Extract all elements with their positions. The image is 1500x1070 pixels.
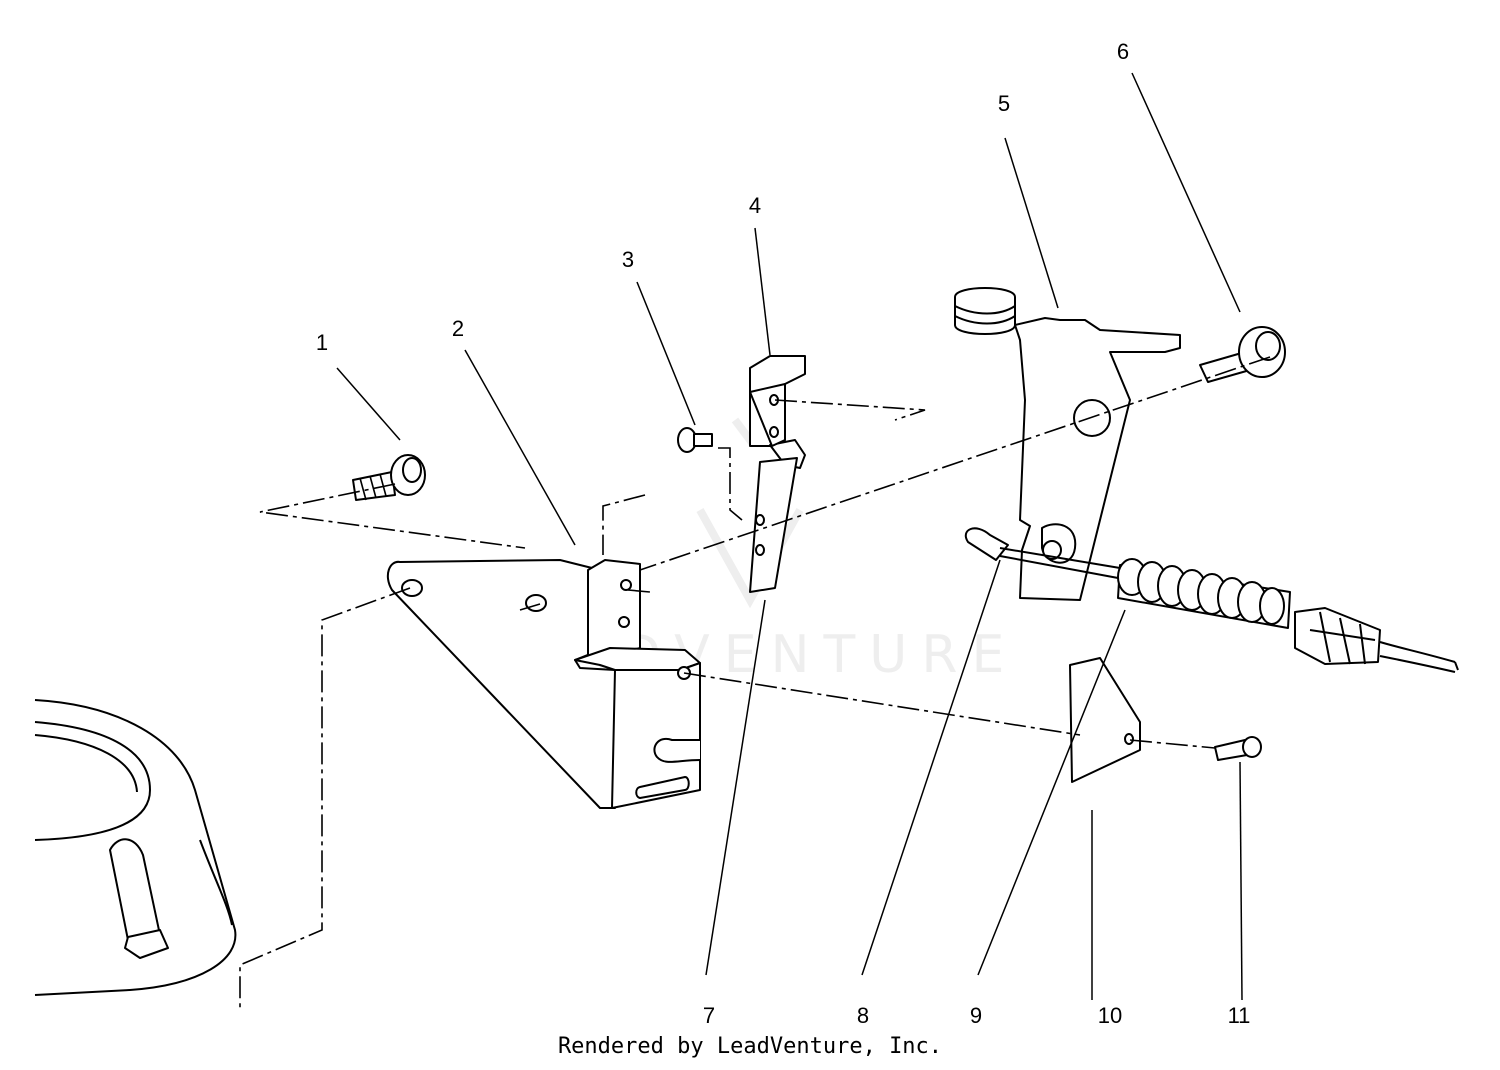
- callout-2: 2: [452, 316, 464, 341]
- spring: [1117, 558, 1291, 629]
- callout-8: 8: [857, 1003, 869, 1028]
- callout-11: 11: [1228, 1003, 1251, 1028]
- clip-3: [677, 427, 713, 453]
- callout-9: 9: [970, 1003, 982, 1028]
- leader-lines: [336, 72, 1243, 1001]
- plate-10: [1069, 657, 1141, 783]
- callout-5: 5: [998, 91, 1010, 116]
- callout-4: 4: [749, 193, 761, 218]
- callout-1: 1: [316, 330, 328, 355]
- callout-labels: 1 2 3 4 5 6 7 8 9 10 11: [316, 39, 1251, 1028]
- bolt-1: [352, 454, 426, 501]
- callout-6: 6: [1117, 39, 1129, 64]
- bolt-6: [1199, 326, 1286, 383]
- control-lever-5: [954, 287, 1181, 601]
- cable-knob-8: [964, 527, 1121, 579]
- callout-10: 10: [1098, 1003, 1122, 1028]
- screw-11: [1214, 736, 1262, 761]
- callout-3: 3: [622, 247, 634, 272]
- callout-7: 7: [703, 1003, 715, 1028]
- alignment-lines: [239, 356, 1271, 1008]
- engine-housing: [34, 699, 237, 996]
- mounting-bracket: [386, 559, 701, 809]
- cable-housing: [1294, 607, 1459, 673]
- footer-credit: Rendered by LeadVenture, Inc.: [557, 1034, 943, 1059]
- plate-4: [749, 355, 806, 593]
